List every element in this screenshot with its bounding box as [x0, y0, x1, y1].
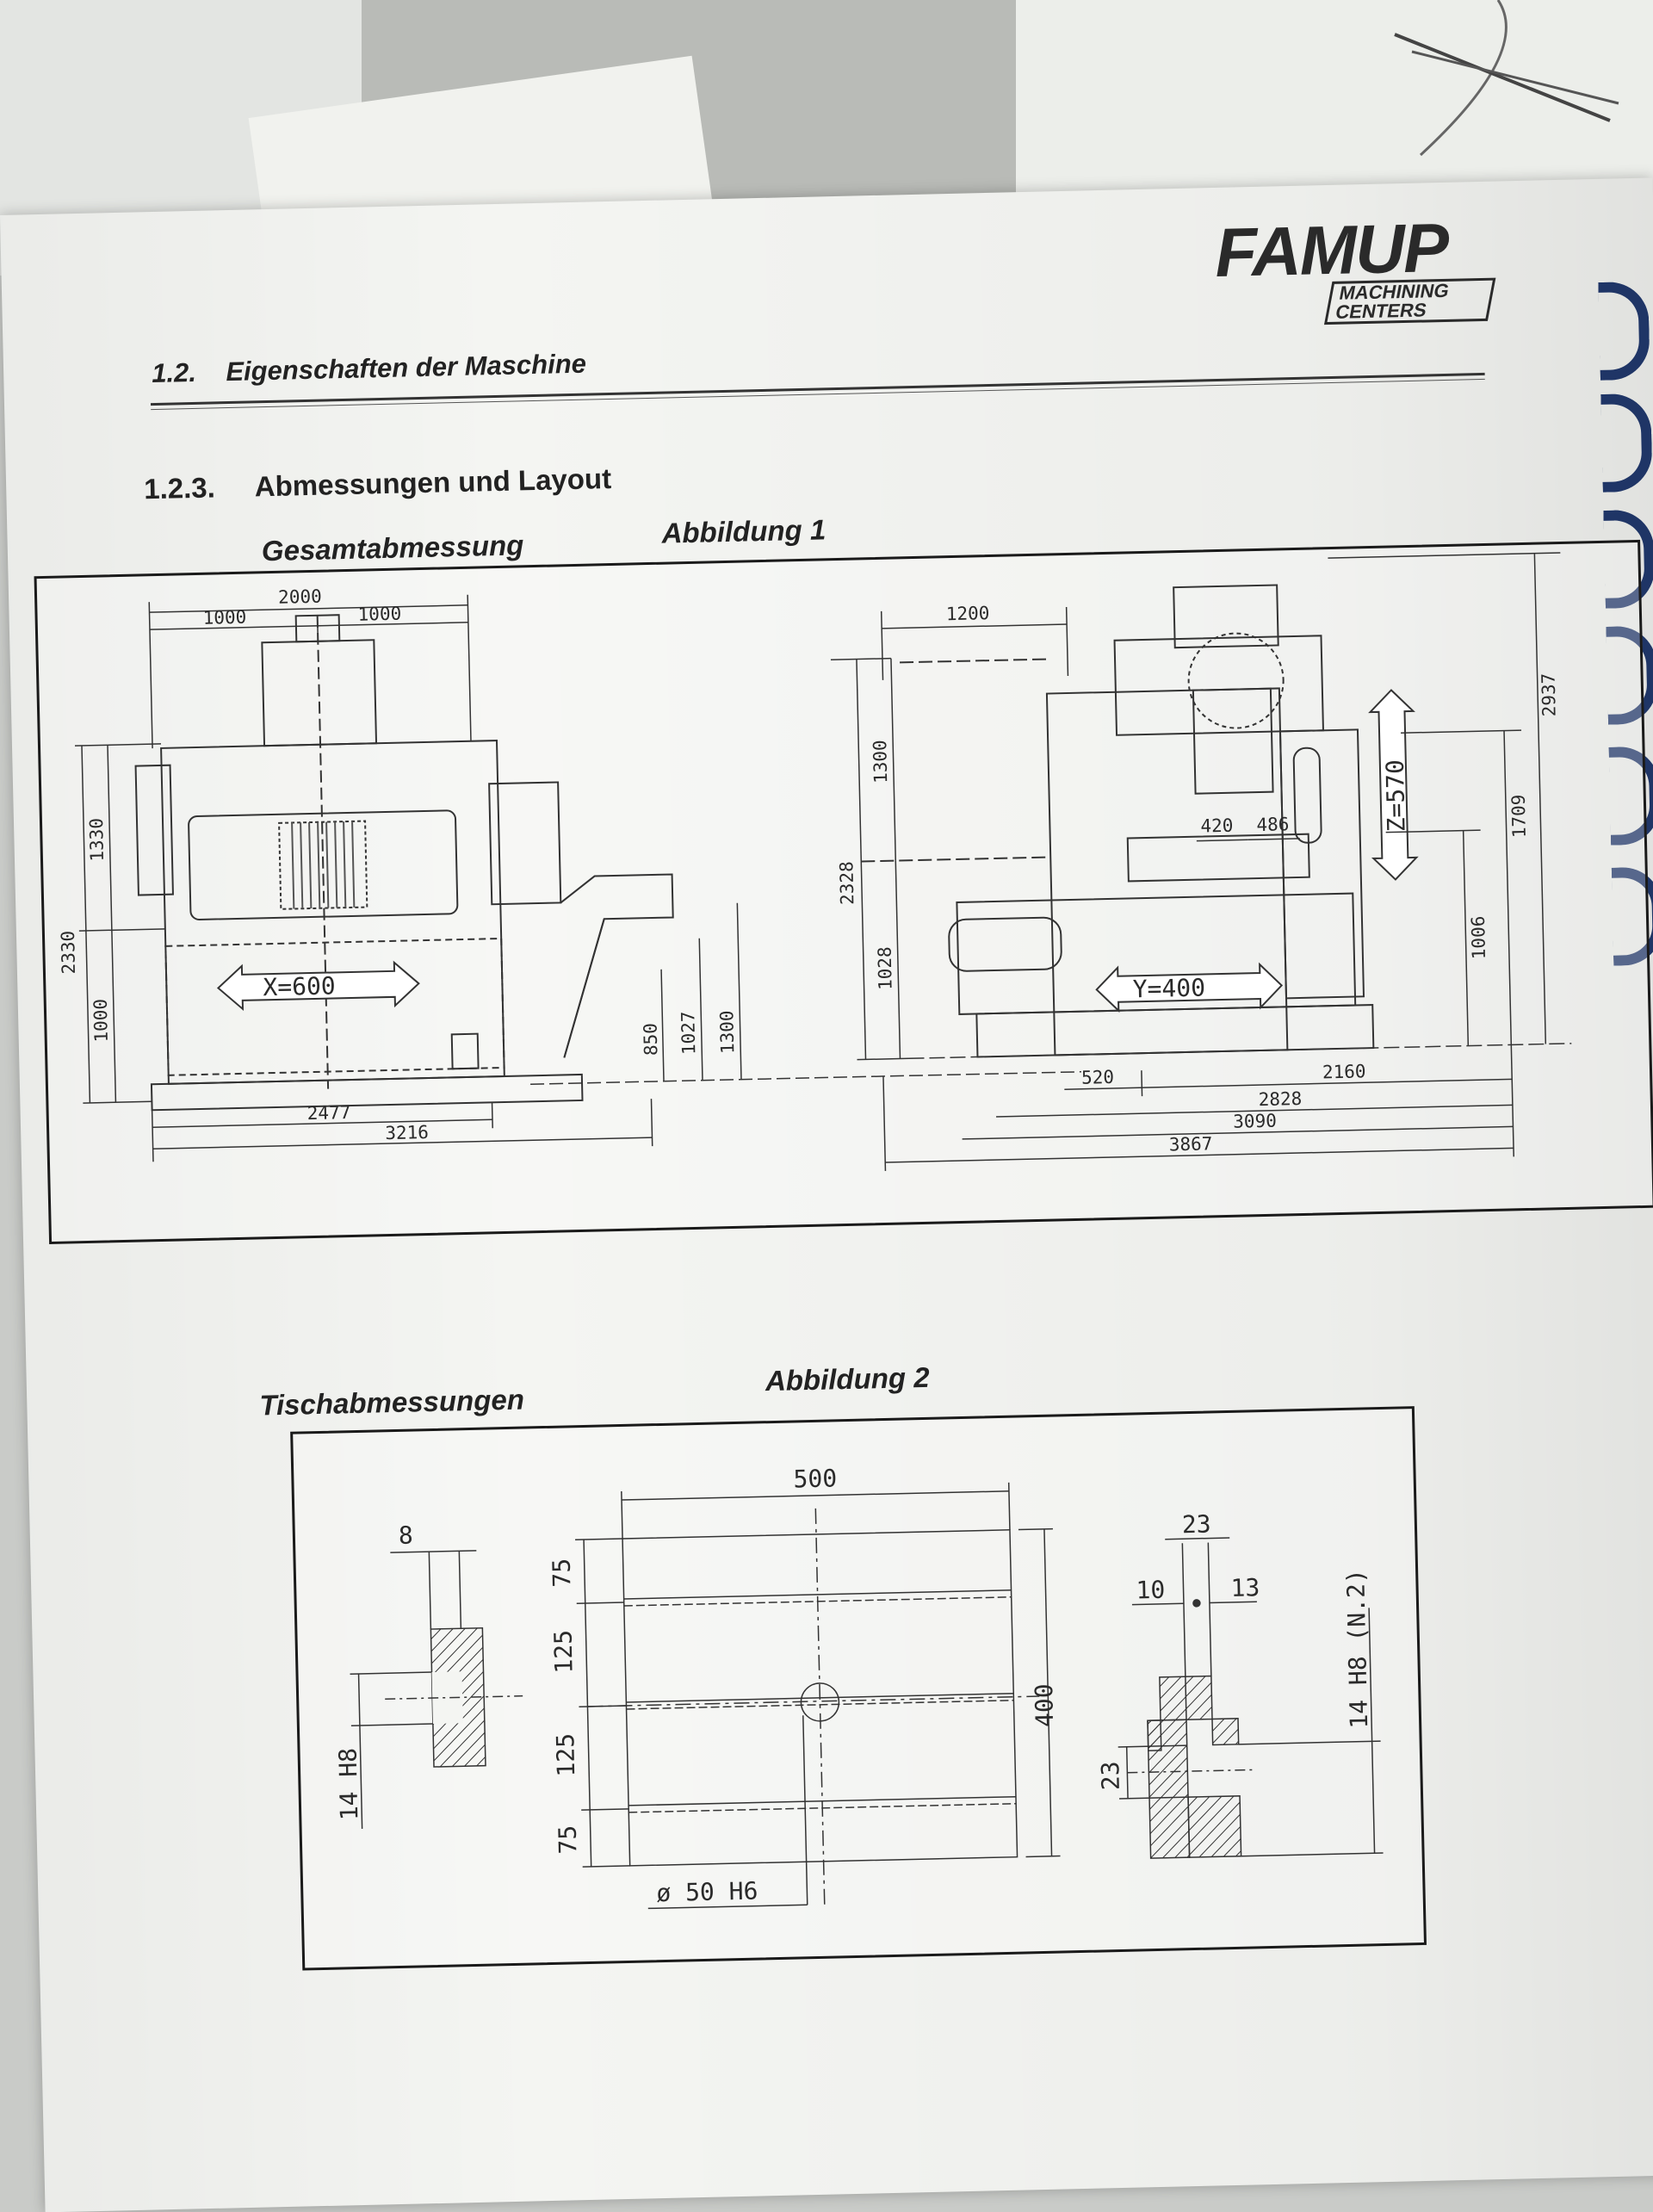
- dim-slot-right-left-10: 10: [1136, 1576, 1165, 1605]
- dim-center-bore: ø 50 H6: [656, 1877, 758, 1908]
- dim-side-height-2937: 2937: [1538, 672, 1560, 716]
- subsection-number: 1.2.3.: [144, 471, 215, 505]
- dim-front-width-right: 1000: [357, 604, 401, 625]
- dim-table-row-75-bottom: 75: [554, 1825, 583, 1854]
- z-travel-label: Z=570: [1381, 759, 1411, 833]
- dim-side-base-2160: 2160: [1322, 1061, 1366, 1082]
- subsection-heading: 1.2.3. Abmessungen und Layout: [144, 462, 652, 505]
- dim-side-base-3867: 3867: [1169, 1133, 1213, 1155]
- logo-tagline: MACHINING CENTERS: [1324, 278, 1495, 325]
- figure1-frame: 2000 1000 1000 2330 1330 1000 X=600 850 …: [34, 540, 1653, 1244]
- dim-side-height-1709: 1709: [1508, 794, 1530, 838]
- dim-table-width-500: 500: [793, 1464, 837, 1493]
- figure2-label: Abbildung 2: [765, 1361, 930, 1397]
- dim-side-height-2328: 2328: [836, 861, 857, 905]
- dim-table-row-125-b: 125: [551, 1733, 580, 1777]
- dim-front-height-1300: 1300: [716, 1010, 738, 1054]
- dim-front-height-1027: 1027: [678, 1011, 699, 1055]
- manual-page: FAMUP MACHINING CENTERS 1.2. Eigenschaft…: [0, 177, 1653, 2212]
- dim-side-base-3090: 3090: [1233, 1111, 1277, 1132]
- section-number: 1.2.: [152, 357, 196, 388]
- dim-side-height-1300: 1300: [870, 740, 891, 784]
- dim-side-offset-420: 420: [1200, 815, 1233, 837]
- dim-side-offset-486: 486: [1256, 814, 1289, 835]
- subsection-title: Abmessungen und Layout: [254, 462, 611, 502]
- dim-slot-right-height-23: 23: [1096, 1761, 1125, 1790]
- figure1-label: Abbildung 1: [661, 513, 826, 549]
- dim-slot-right-fit: 14 H8 (N.2): [1341, 1569, 1373, 1729]
- dim-side-top-1200: 1200: [946, 603, 990, 624]
- dim-side-height-1006: 1006: [1468, 915, 1489, 959]
- dim-slot-right-right-13: 13: [1230, 1573, 1260, 1602]
- dim-front-base-2477: 2477: [306, 1102, 350, 1124]
- figure2-drawing: 8 14 H8: [293, 1409, 1424, 1967]
- y-travel-label: Y=400: [1132, 973, 1205, 1003]
- dim-front-width-2000: 2000: [278, 586, 322, 608]
- dim-slot-width-8: 8: [399, 1521, 414, 1550]
- dim-table-row-125-a: 125: [548, 1630, 578, 1674]
- dim-front-height-2330: 2330: [58, 931, 79, 975]
- dim-front-height-850: 850: [640, 1023, 661, 1056]
- dim-front-height-1000: 1000: [90, 999, 112, 1043]
- figure2-caption: Tischabmessungen: [259, 1384, 524, 1422]
- section-title: Eigenschaften der Maschine: [226, 349, 586, 387]
- figure1-drawing: 2000 1000 1000 2330 1330 1000 X=600 850 …: [37, 542, 1653, 1242]
- dim-side-base-2828: 2828: [1258, 1088, 1302, 1110]
- famup-logo: FAMUP MACHINING CENTERS: [1214, 208, 1492, 325]
- section-header: 1.2. Eigenschaften der Maschine: [152, 349, 586, 389]
- dim-slot-fit-14h8: 14 H8: [333, 1748, 363, 1821]
- dim-slot-right-top-23: 23: [1181, 1509, 1210, 1539]
- x-travel-label: X=600: [263, 971, 336, 1001]
- figure2-frame: 8 14 H8: [290, 1406, 1427, 1970]
- dim-front-width-left: 1000: [202, 607, 246, 629]
- figure1-caption: Gesamtabmessung: [261, 529, 523, 567]
- dim-table-row-75-top: 75: [548, 1558, 577, 1588]
- dim-front-height-1330: 1330: [86, 818, 108, 862]
- dim-side-height-1028: 1028: [875, 946, 896, 990]
- dim-table-depth-400: 400: [1030, 1683, 1059, 1727]
- dim-front-base-3216: 3216: [385, 1122, 429, 1143]
- dim-side-base-520: 520: [1081, 1067, 1114, 1088]
